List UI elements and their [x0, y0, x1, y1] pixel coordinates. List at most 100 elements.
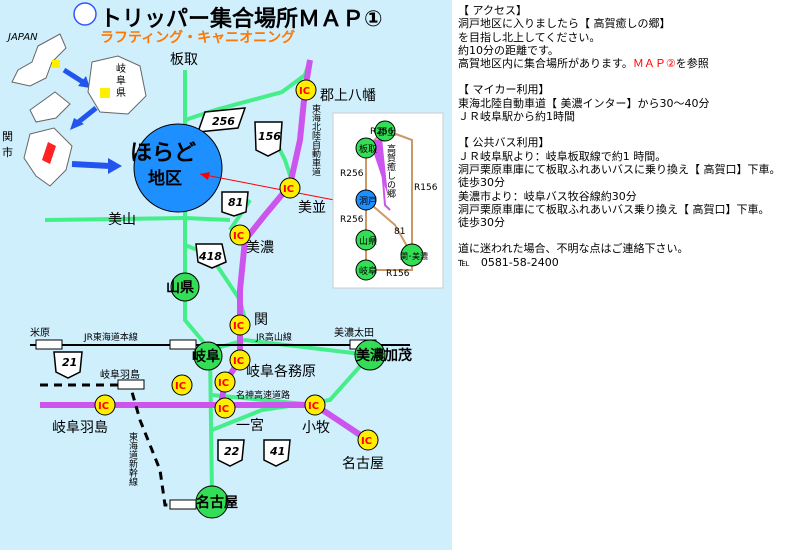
gifu-pref-label-2: 阜: [116, 74, 126, 87]
label-komaki: 小牧: [302, 420, 330, 436]
route-256-label: 256: [212, 115, 235, 128]
arrow-head-3-icon: [108, 158, 122, 174]
svg-text:IC: IC: [175, 381, 186, 392]
place-labels: 板取 郡上八幡 美並 美濃 美山 山県 関 岐阜 岐阜各務原 美濃加茂 岐阜羽島…: [52, 52, 412, 511]
maibara-station: [35, 339, 63, 350]
ic-seki: IC: [229, 314, 251, 336]
bus-line-1: ＪＲ岐阜駅より：岐阜板取線で約1 時間。: [458, 149, 667, 163]
horado-name-line2: 地区: [148, 168, 182, 189]
label-maibara: 米原: [30, 326, 50, 339]
bus-line-3: 徒歩30分: [458, 176, 505, 190]
bus-line-2: 洞戸栗原車庫にて板取ふれあいバスに乗り換え【 高賀口】下車。: [458, 162, 781, 176]
inset-label-seki-mino: 関･美濃: [400, 251, 428, 261]
japan-outline-south: [29, 91, 71, 123]
svg-text:IC: IC: [283, 184, 294, 195]
ic-ichinomiya: IC: [214, 397, 236, 419]
label-gifu: 岐阜: [192, 348, 220, 365]
ic-mino: IC: [229, 224, 251, 246]
label-takayama-line: JR高山線: [255, 331, 292, 343]
inset-road-r256-top: R256: [370, 127, 394, 137]
map-title: トリッパー集合場所ＭＡＰ①: [100, 6, 383, 32]
label-ichinomiya: 一宮: [236, 418, 264, 434]
label-itadori: 板取: [170, 52, 198, 68]
route-41-shield: [263, 439, 291, 467]
area-map: トリッパー集合場所ＭＡＰ① ラフティング・キャニオニング JAPAN 岐 阜 県…: [2, 2, 444, 519]
car-section: 【 マイカー利用】 東海北陸自動車道【 美濃インター】から30～40分 ＪＲ岐阜…: [458, 83, 798, 123]
route-41-label: 41: [269, 445, 285, 458]
japan-outline: [11, 33, 67, 87]
ic-gifu-hashima: IC: [94, 394, 116, 416]
inset-label-gifu: 岐阜: [359, 265, 377, 277]
ic-gujo-hachiman: IC: [295, 79, 317, 101]
label-shinkansen: 東海道新幹線: [127, 431, 138, 486]
gifu-locator: [52, 60, 60, 68]
gifu-marker: [193, 341, 223, 371]
inset-node-seki-mino: [400, 243, 424, 267]
svg-text:IC: IC: [299, 86, 310, 97]
inset-frame: [332, 112, 444, 289]
label-minami: 美並: [298, 200, 326, 216]
inset-node-gujo: [374, 120, 396, 142]
inset-connector: [199, 173, 356, 205]
label-hashima-station: 岐阜羽島: [100, 368, 140, 381]
bus-line-4: 美濃市より：岐阜バス牧谷線約30分: [458, 189, 637, 203]
gifu-pref-outline: [87, 55, 147, 115]
japan-label: JAPAN: [6, 32, 38, 43]
gifu-station-box: [169, 339, 197, 350]
route-21-shield: [53, 351, 83, 379]
access-section: 【 アクセス】 洞戸地区に入りましたら【 高賀癒しの郷】 を目指し北上してくださ…: [458, 4, 798, 70]
shinkansen-line: [40, 383, 200, 507]
inset-road-81: 81: [394, 227, 405, 237]
inset-road-r256-low: R256: [340, 215, 364, 225]
ic-minami: IC: [279, 177, 301, 199]
inset-map: 郡上 板取 洞戸 山県 岐阜 関･美濃 R256 R256 R256 R156 …: [332, 112, 444, 289]
inset-road-r156-bottom: R156: [386, 269, 410, 279]
label-gifu-kakamigahara: 岐阜各務原: [246, 363, 316, 380]
contact-section: 道に迷われた場合、不明な点はご連絡下さい。 ℡ 0581-58-2400: [458, 242, 798, 269]
car-line-2: ＪＲ岐阜駅から約1時間: [458, 110, 575, 124]
connector-arrow-icon: [200, 172, 210, 180]
inset-label-gujo: 郡上: [378, 127, 396, 138]
route-22-label: 22: [224, 445, 240, 458]
arrow-head-2-icon: [70, 118, 84, 130]
city-markers: [170, 272, 386, 519]
ic-gifu-kakamigahara: IC: [229, 349, 251, 371]
arrow-head-1-icon: [78, 76, 90, 88]
label-mino: 美濃: [246, 240, 274, 256]
label-mino-ota: 美濃太田: [334, 326, 374, 339]
route-156-label: 156: [258, 130, 281, 143]
bus-section: 【 公共バス利用】 ＪＲ岐阜駅より：岐阜板取線で約1 時間。 洞戸栗原車庫にて板…: [458, 136, 798, 229]
gifu-pref-label-3: 県: [116, 87, 126, 99]
route-shields: 256 156 81 418 21 22 41: [53, 107, 291, 467]
route-418-shield: [195, 243, 227, 269]
bus-heading: 【 公共バス利用】: [458, 136, 550, 150]
inset-destination-label: 高賀癒しの郷: [385, 143, 396, 199]
label-gifu-hashima: 岐阜羽島: [52, 419, 108, 436]
inset-label-yamagata: 山県: [359, 236, 377, 247]
nagoya-station-box: [169, 499, 197, 510]
route-81-shield: [221, 191, 249, 217]
label-yamagata: 山県: [166, 280, 194, 296]
car-heading: 【 マイカー利用】: [458, 83, 550, 97]
svg-text:IC: IC: [233, 356, 244, 367]
route-22-shield: [217, 439, 245, 467]
svg-text:IC: IC: [218, 404, 229, 415]
route-21-label: 21: [62, 356, 77, 369]
bus-line-5: 洞戸栗原車庫にて板取ふれあいバス乗り換え【 高賀口】下車。: [458, 202, 770, 216]
yamagata-marker: [170, 272, 200, 302]
horado-name-line1: ほらど: [130, 141, 196, 166]
svg-text:IC: IC: [98, 401, 109, 412]
ic-nagoya: IC: [357, 429, 379, 451]
inset-node-itadori: [355, 137, 377, 159]
map2-reference-link[interactable]: ＭＡＰ②: [632, 57, 676, 71]
access-line-2: を目指し北上してください。: [458, 30, 601, 44]
inset-node-horado: [355, 189, 377, 211]
access-line-1: 洞戸地区に入りましたら【 高賀癒しの郷】: [458, 17, 671, 31]
label-seki: 関: [254, 312, 268, 328]
ic-gifu-south: IC: [214, 371, 236, 393]
title-circle-icon: [73, 2, 97, 26]
seki-label-2: 市: [2, 145, 13, 159]
seki-locator: [100, 88, 110, 98]
label-meishin: 名神高速道路: [236, 389, 290, 401]
label-tokai-hokuriku: 東海北陸自動車道: [310, 103, 321, 177]
